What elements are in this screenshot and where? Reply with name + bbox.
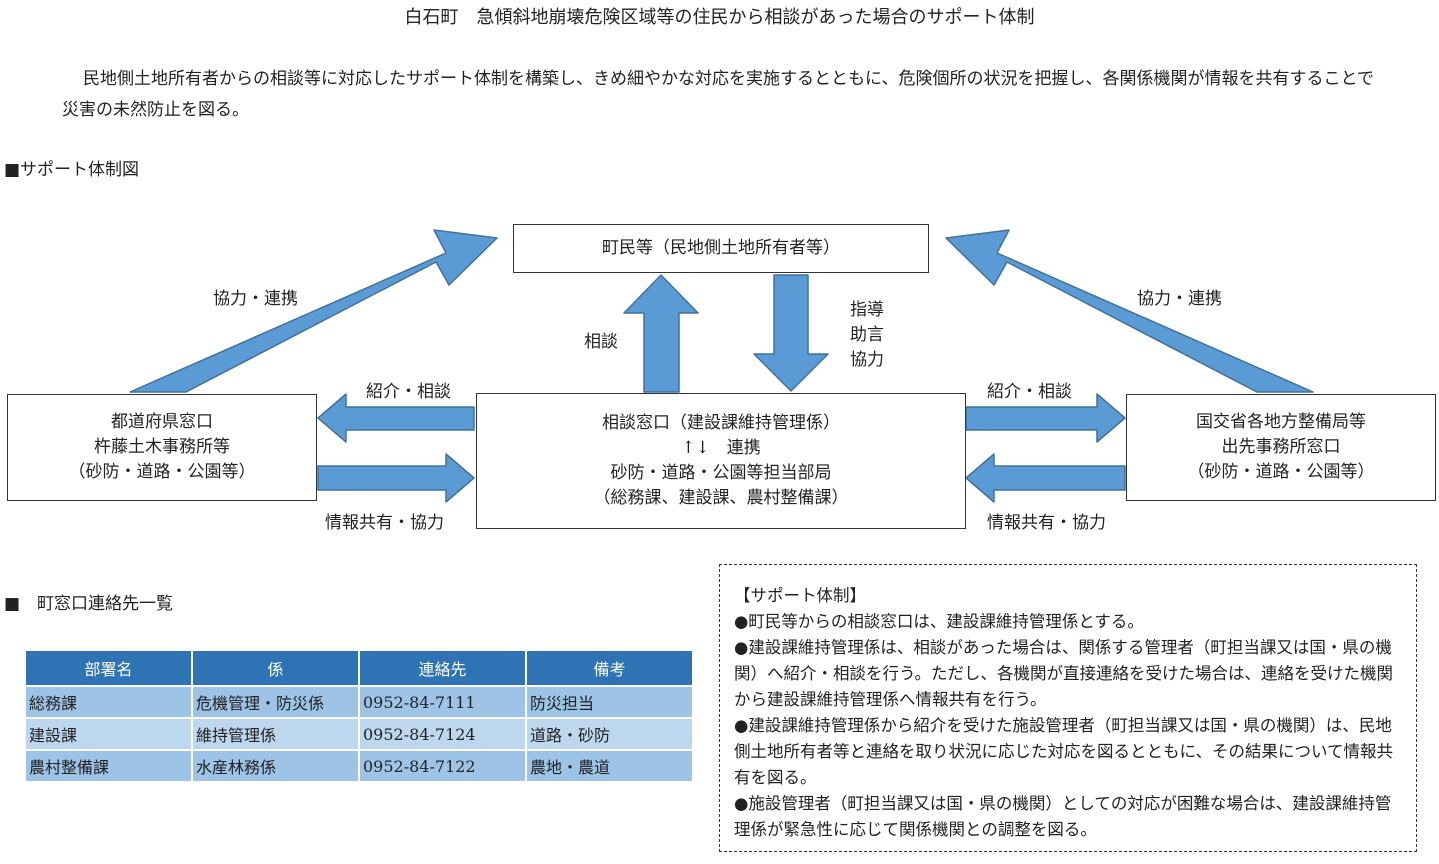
- table-cell: 0952-84-7122: [358, 749, 527, 783]
- notes-item: ●建設課維持管理係から紹介を受けた施設管理者（町担当課又は国・県の機関）は、民地…: [734, 716, 1394, 787]
- left-box-line: 杵藤土木事務所等: [94, 437, 230, 457]
- center-box-line: （総務課、建設課、農村整備課）: [593, 488, 849, 508]
- notes-item: ●建設課維持管理係は、相談があった場合は、関係する管理者（町担当課又は国・県の機…: [734, 638, 1394, 709]
- contacts-table: 部署名 係 連絡先 備考 総務課 危機管理・防災係 0952-84-7111 防…: [24, 649, 694, 783]
- page-title: 白石町 急傾斜地崩壊危険区域等の住民から相談があった場合のサポート体制: [404, 7, 1035, 28]
- table-cell: 農地・農道: [525, 749, 694, 783]
- left-coop-label: 協力・連携: [213, 289, 298, 309]
- center-box-line: ↑↓ 連携: [681, 438, 761, 458]
- table-row: 農村整備課 水産林務係 0952-84-7122 農地・農道: [24, 749, 694, 783]
- table-cell: 道路・砂防: [525, 717, 694, 751]
- notes-heading: 【サポート体制】: [734, 586, 866, 605]
- table-cell: 0952-84-7111: [358, 685, 527, 719]
- column-header: 部署名: [24, 649, 193, 687]
- notes-item: ●町民等からの相談窓口は、建設課維持管理係とする。: [734, 612, 1144, 631]
- left-box-line: 都道府県窓口: [111, 412, 213, 432]
- left-box-line: （砂防・道路・公園等）: [68, 462, 256, 482]
- mlit-office-box: 国交省各地方整備局等 出先事務所窓口 （砂防・道路・公園等）: [1126, 394, 1436, 501]
- diagram-heading: ■サポート体制図: [4, 160, 140, 180]
- right-box-line: （砂防・道路・公園等）: [1187, 462, 1375, 482]
- residents-box-label: 町民等（民地側土地所有者等）: [602, 238, 840, 258]
- table-header-row: 部署名 係 連絡先 備考: [24, 649, 694, 687]
- contacts-heading: ■ 町窓口連絡先一覧: [4, 594, 174, 614]
- left-to-center-arrow: [317, 453, 475, 503]
- residents-box: 町民等（民地側土地所有者等）: [513, 224, 929, 273]
- table-cell: 農村整備課: [24, 749, 193, 783]
- intro-paragraph: 民地側土地所有者からの相談等に対応したサポート体制を構築し、きめ細やかな対応を実…: [62, 69, 1374, 120]
- support-diagram-arrows: [129, 229, 1314, 503]
- right-box-line: 出先事務所窓口: [1221, 437, 1341, 457]
- table-cell: 水産林務係: [191, 749, 360, 783]
- guidance-down-arrow: [753, 274, 829, 392]
- column-header: 係: [191, 649, 360, 687]
- center-to-right-arrow: [965, 393, 1126, 443]
- table-cell: 0952-84-7124: [358, 717, 527, 751]
- guidance-label: 指導 助言 協力: [850, 298, 884, 373]
- center-box-line: 砂防・道路・公園等担当部局: [610, 463, 832, 483]
- guidance-label-line: 指導: [850, 300, 884, 320]
- consultation-desk-box: 相談窓口（建設課維持管理係） ↑↓ 連携 砂防・道路・公園等担当部局 （総務課、…: [476, 393, 966, 529]
- right-box-line: 国交省各地方整備局等: [1196, 412, 1366, 432]
- table-cell: 建設課: [24, 717, 193, 751]
- support-notes-box: 【サポート体制】 ●町民等からの相談窓口は、建設課維持管理係とする。 ●建設課維…: [719, 564, 1417, 852]
- table-cell: 危機管理・防災係: [191, 685, 360, 719]
- right-share-label: 情報共有・協力: [987, 513, 1106, 533]
- table-cell: 総務課: [24, 685, 193, 719]
- consult-label: 相談: [584, 332, 618, 352]
- right-intro-label: 紹介・相談: [987, 382, 1072, 402]
- center-to-left-arrow: [317, 393, 475, 443]
- column-header: 連絡先: [358, 649, 527, 687]
- table-row: 建設課 維持管理係 0952-84-7124 道路・砂防: [24, 717, 694, 751]
- table-cell: 維持管理係: [191, 717, 360, 751]
- table-cell: 防災担当: [525, 685, 694, 719]
- center-box-line: 相談窓口（建設課維持管理係）: [602, 413, 840, 433]
- left-share-label: 情報共有・協力: [325, 513, 444, 533]
- guidance-label-line: 協力: [850, 350, 884, 370]
- left-intro-label: 紹介・相談: [366, 382, 451, 402]
- consult-up-arrow: [623, 274, 699, 393]
- prefecture-office-box: 都道府県窓口 杵藤土木事務所等 （砂防・道路・公園等）: [7, 394, 317, 501]
- right-diagonal-arrow: [945, 229, 1314, 393]
- table-row: 総務課 危機管理・防災係 0952-84-7111 防災担当: [24, 685, 694, 719]
- left-diagonal-arrow: [129, 229, 498, 393]
- guidance-label-line: 助言: [850, 325, 884, 345]
- notes-item: ●施設管理者（町担当課又は国・県の機関）としての対応が困難な場合は、建設課維持管…: [734, 794, 1392, 839]
- column-header: 備考: [525, 649, 694, 687]
- right-to-center-arrow: [965, 453, 1126, 503]
- right-coop-label: 協力・連携: [1137, 289, 1222, 309]
